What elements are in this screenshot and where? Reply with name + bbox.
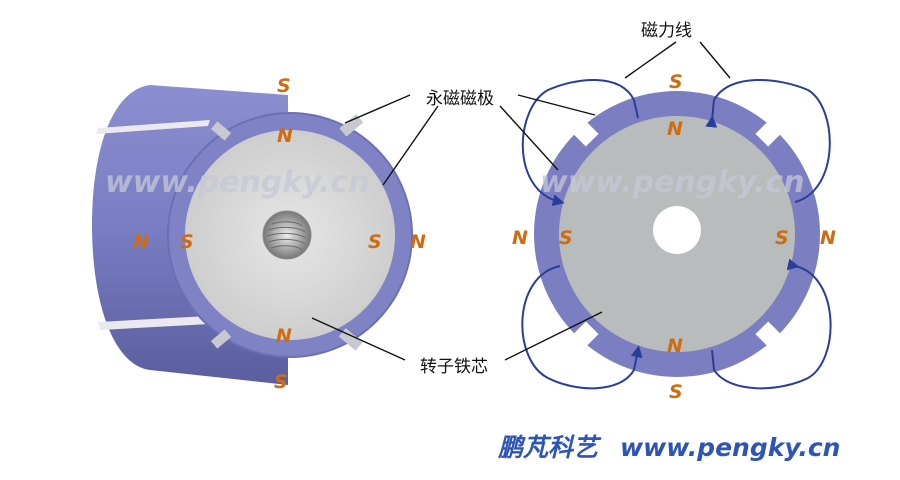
pole-3d-right-outer: N: [410, 231, 426, 253]
pole-2d-right-inner: S: [775, 227, 789, 249]
rotor-shaft-thread: [266, 221, 307, 251]
label-flux-lines: 磁力线: [641, 21, 692, 41]
pole-2d-top-outer: S: [669, 71, 683, 93]
rotor-2d-shaft-hole: [653, 206, 701, 254]
pole-3d-bottom-inner: N: [276, 325, 292, 347]
flux-line-bottom-right: [711, 258, 832, 390]
callout-leaders: [311, 41, 731, 361]
flux-line-top-right: [705, 78, 831, 203]
rotor-gap-lower: [98, 316, 210, 330]
pole-3d-right-inner: S: [368, 231, 382, 253]
pole-3d-top-outer: S: [277, 75, 291, 97]
pole-2d-left-outer: N: [512, 227, 528, 249]
label-permanent-magnet-poles: 永磁磁极: [426, 89, 494, 109]
rotor-front-notches: [210, 114, 364, 351]
rotor-2d-notches: [567, 115, 787, 353]
pole-3d-left-inner: S: [180, 231, 194, 253]
flux-line-bottom-left: [521, 265, 643, 390]
pole-3d-top-inner: N: [277, 125, 293, 147]
rotor-3d: S N N S S N N S: [92, 75, 426, 393]
pole-2d-top-inner: N: [667, 118, 683, 140]
brand-url: www.pengky.cn: [620, 433, 840, 462]
brand-name: 鹏芃科艺: [497, 433, 602, 462]
pole-2d-left-inner: S: [559, 227, 573, 249]
pole-2d-right-outer: N: [820, 227, 836, 249]
rotor-2d: S N N S S N N S: [512, 71, 836, 403]
pole-3d-left-outer: N: [133, 231, 149, 253]
flux-line-top-left: [521, 78, 639, 207]
pole-2d-bottom-outer: S: [669, 381, 683, 403]
rotor-gap-upper: [96, 120, 210, 134]
watermark-left: www.pengky.cn: [105, 165, 370, 200]
pole-3d-bottom-outer: S: [274, 371, 288, 393]
flux-lines: [521, 78, 832, 390]
label-rotor-core: 转子铁芯: [420, 357, 488, 377]
watermark-right: www.pengky.cn: [540, 165, 805, 200]
pole-2d-bottom-inner: N: [667, 335, 683, 357]
